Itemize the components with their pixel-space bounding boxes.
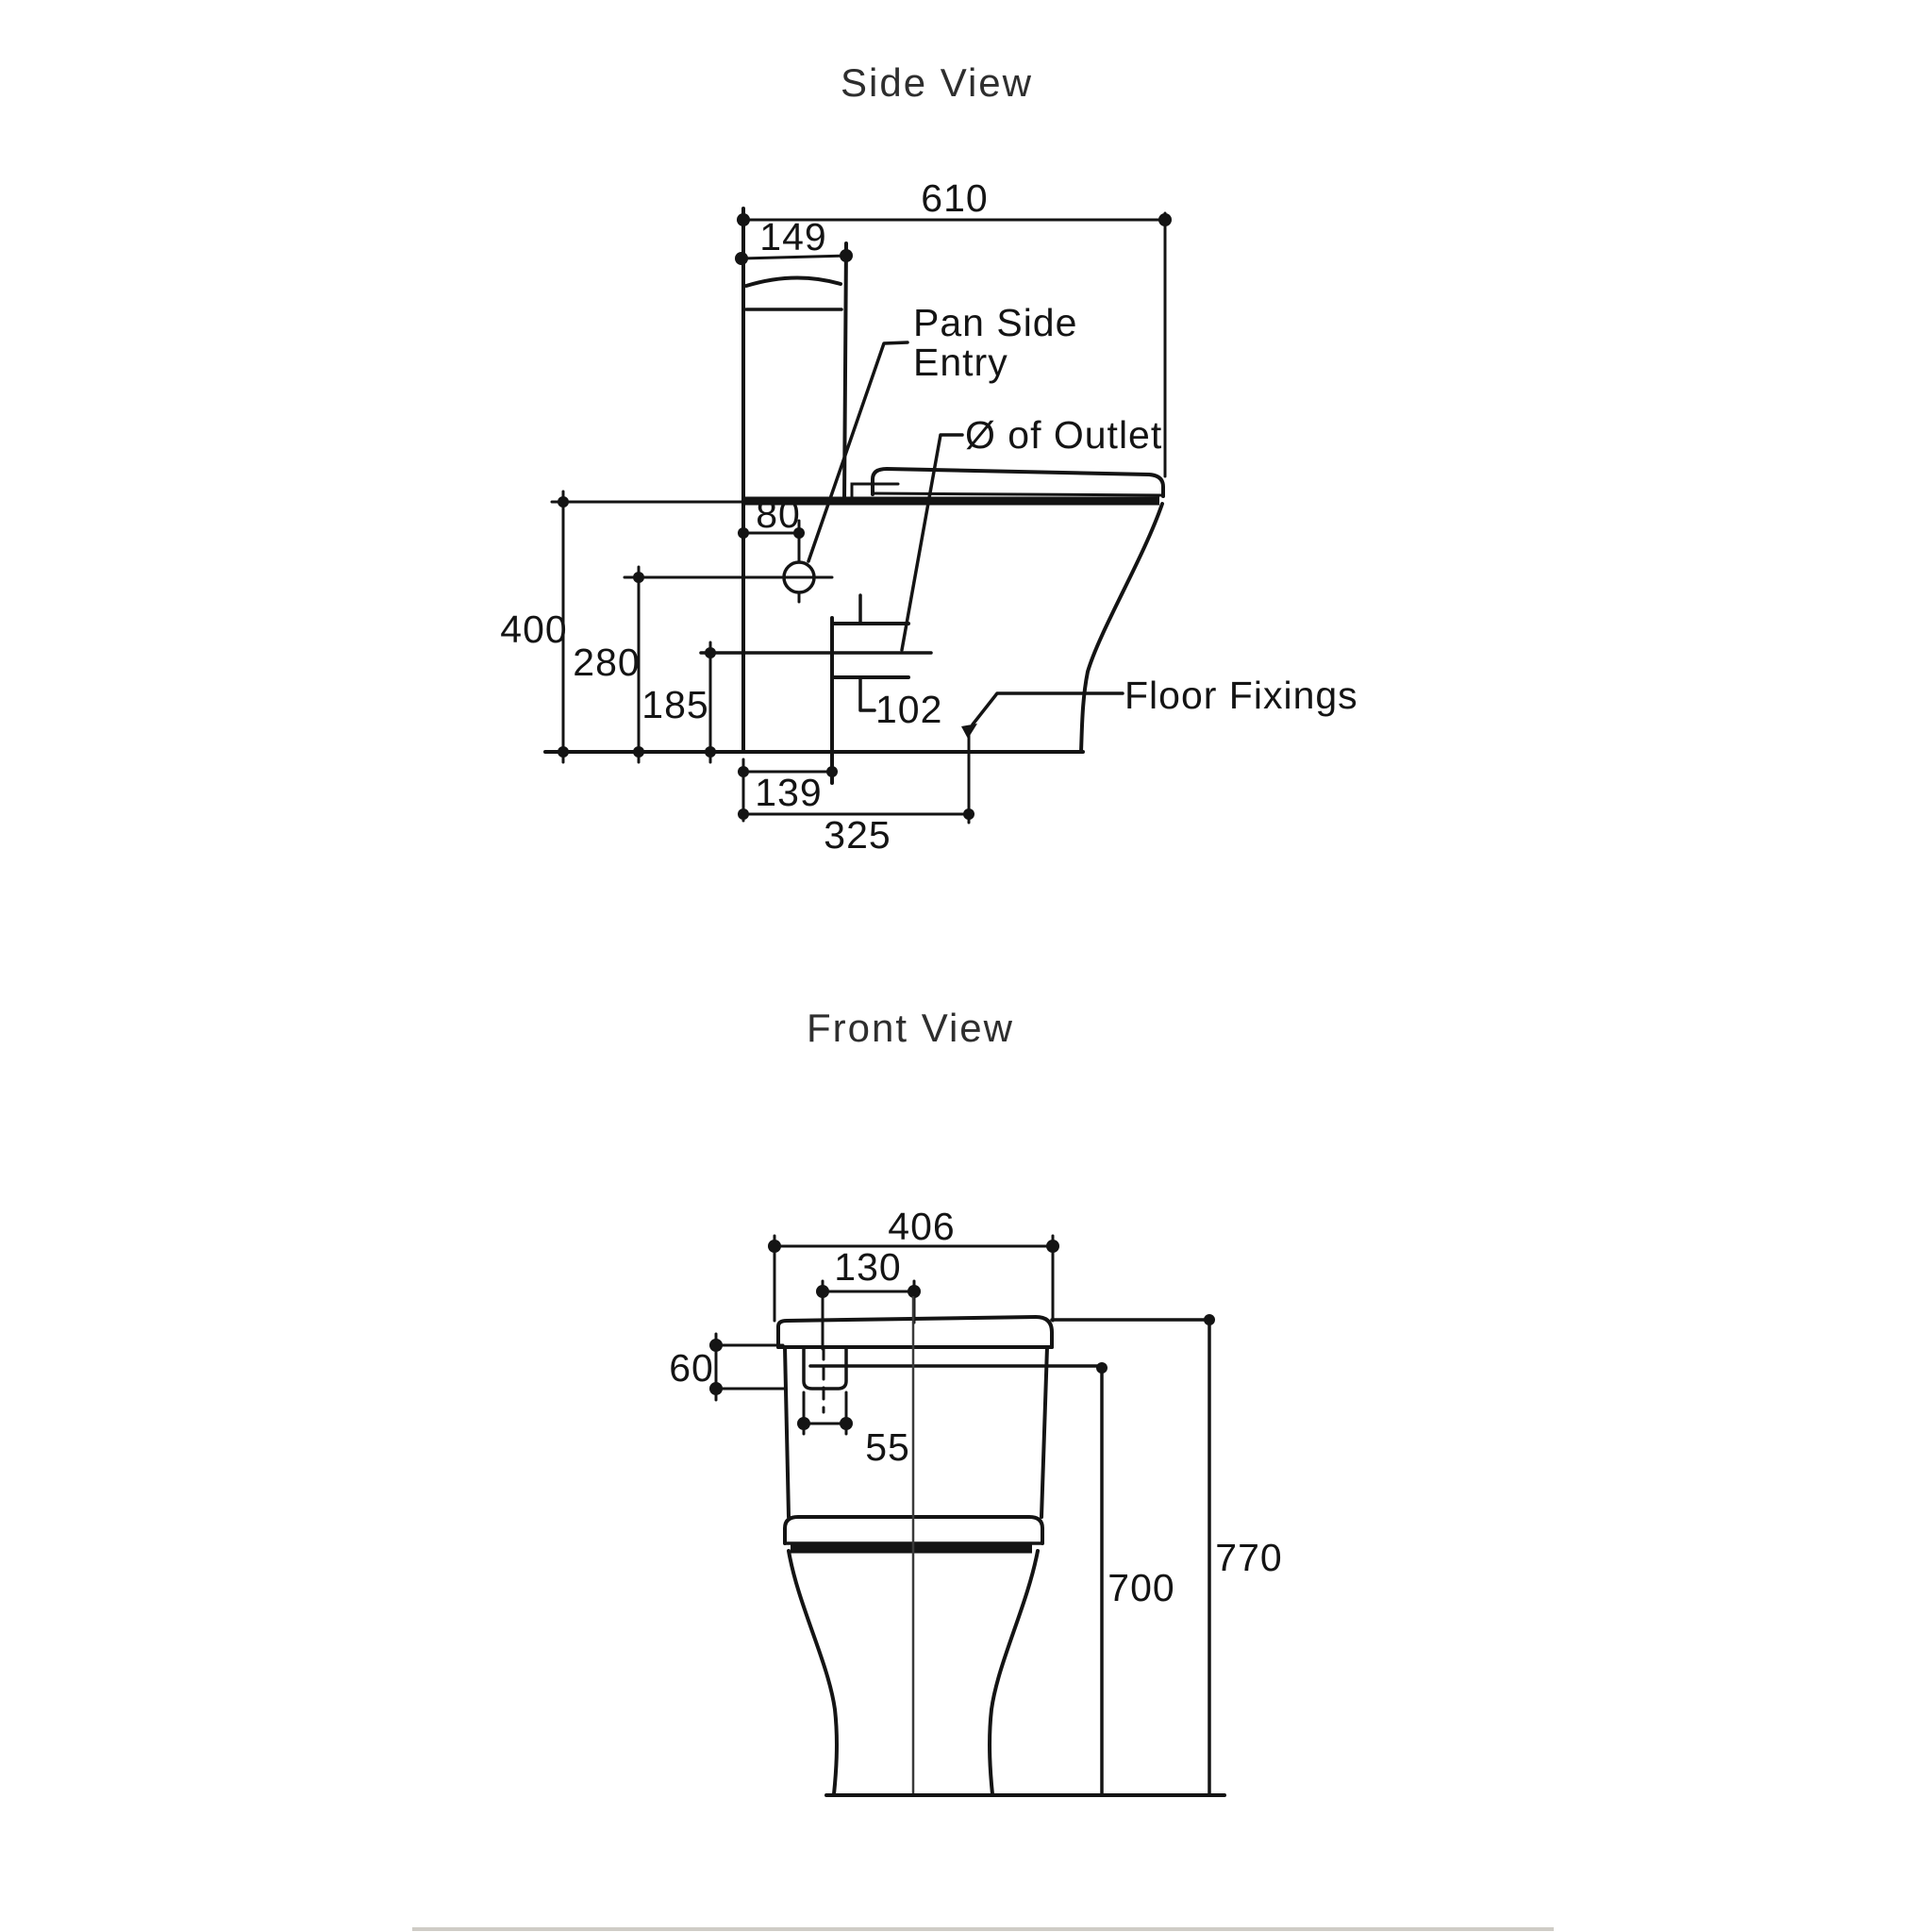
dim-406-text: 406 — [888, 1205, 955, 1248]
dim-outlet-height: 185 — [641, 641, 716, 764]
side-seat — [745, 467, 1165, 506]
dim-outlet-setout: 139 — [738, 766, 838, 814]
front-pedestal — [787, 1296, 1040, 1796]
dim-entry-height: 280 — [573, 565, 644, 764]
dim-seat-height: 400 — [500, 490, 745, 764]
dim-610-text: 610 — [921, 176, 988, 220]
dim-55-text: 55 — [865, 1425, 910, 1469]
dim-overall-height: 770 — [1204, 1314, 1282, 1796]
dim-cistern-width: 406 — [768, 1205, 1059, 1323]
pan-side-entry-hole — [623, 519, 834, 604]
side-view: Side View 610 149 — [500, 60, 1357, 857]
front-cistern-lid — [776, 1315, 1211, 1349]
dim-280-text: 280 — [573, 641, 640, 684]
dim-130-text: 130 — [834, 1245, 901, 1289]
dim-60-text: 60 — [669, 1346, 714, 1390]
side-outlet — [699, 593, 933, 785]
dim-80-text: 80 — [756, 492, 801, 536]
outlet-label: Ø of Outlet — [900, 413, 1162, 652]
dim-outlet-diameter: 102 — [858, 675, 942, 731]
dim-139-text: 139 — [755, 771, 822, 814]
front-inlet — [802, 1346, 1104, 1414]
side-pan-profile — [1079, 502, 1164, 754]
dim-700-text: 700 — [1108, 1566, 1174, 1609]
front-view-title: Front View — [807, 1006, 1014, 1050]
dim-inlet-drop: 60 — [669, 1332, 788, 1402]
dim-185-text: 185 — [641, 683, 708, 726]
dim-770-text: 770 — [1215, 1536, 1282, 1579]
side-view-title: Side View — [841, 60, 1033, 105]
dim-cistern-depth: 149 — [735, 215, 853, 265]
dim-entry-offset: 80 — [738, 492, 805, 539]
floor-fixings-text: Floor Fixings — [1124, 674, 1358, 717]
page-edge-strip — [412, 1927, 1554, 1931]
outlet-label-text: Ø of Outlet — [965, 413, 1162, 457]
dim-149-text: 149 — [759, 215, 826, 258]
dim-400-text: 400 — [500, 608, 567, 651]
dim-inlet-width: 55 — [797, 1391, 910, 1469]
dim-102-text: 102 — [875, 688, 942, 731]
dim-inlet-offset: 130 — [816, 1245, 921, 1351]
pan-side-entry-text-2: Entry — [913, 341, 1008, 384]
dim-325-text: 325 — [824, 813, 891, 857]
front-cistern-body — [783, 1345, 1049, 1519]
dim-overall-depth: 610 — [737, 176, 1172, 478]
dim-fixing-setout: 325 — [738, 729, 974, 857]
front-view: Front View 406 130 — [669, 1006, 1282, 1797]
dim-waterline-height: 700 — [1096, 1362, 1174, 1796]
pan-side-entry-label: Pan Side Entry — [807, 301, 1077, 563]
floor-fixings-label: Floor Fixings — [961, 674, 1358, 739]
pan-side-entry-text-1: Pan Side — [913, 301, 1077, 344]
